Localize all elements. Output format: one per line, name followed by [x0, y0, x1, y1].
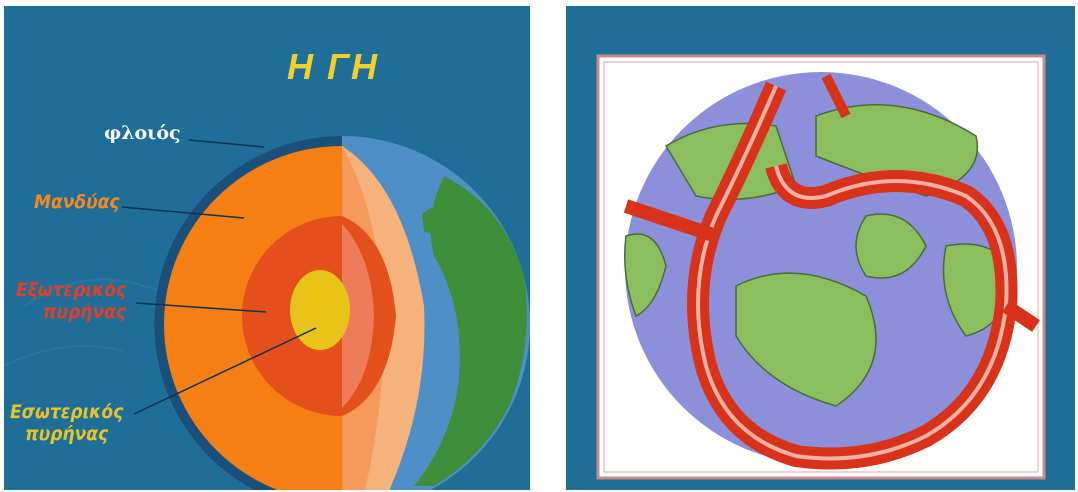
mantle-label: Μανδύας [34, 191, 120, 213]
inner-core-label-line1: Εσωτερικός [10, 401, 124, 423]
plate-boundary [623, 199, 719, 243]
plate-boundary-edge [696, 85, 1009, 461]
tectonic-plates-panel [566, 6, 1075, 490]
background-texture [4, 345, 125, 367]
tectonic-plates-illustration [596, 54, 1046, 480]
outer-core-cut-face [342, 224, 374, 408]
plate-boundary [1002, 300, 1040, 332]
outer-core-label-line1: Εξωτερικός [16, 279, 126, 301]
crust-label: φλοιός [104, 122, 181, 144]
outer-core-leader-line [135, 302, 267, 313]
earth-cross-section [4, 136, 530, 490]
inner-core-leader-line [133, 327, 317, 415]
continent [735, 272, 877, 407]
plate-boundary [821, 73, 851, 119]
inner-core-layer [290, 270, 350, 350]
globe-land [422, 206, 454, 235]
outer-core-label: Εξωτερικός πυρήνας [16, 279, 126, 324]
page-title: Η ΓΗ [287, 46, 379, 87]
inner-core-label: Εσωτερικός πυρήνας [10, 401, 124, 446]
earth-layers-panel: Η ΓΗ φλοιός Μανδύας Εξωτερικός πυρήνας Ε… [4, 6, 530, 490]
continent [855, 213, 927, 279]
inner-core-label-line2: πυρήνας [25, 422, 109, 445]
crust-leader-line [188, 139, 265, 148]
globe-land [414, 176, 527, 486]
mantle-leader-line [121, 206, 245, 219]
image-frame-inner [603, 61, 1039, 473]
continent [624, 233, 667, 318]
outer-core-label-line2: πυρήνας [43, 300, 126, 323]
